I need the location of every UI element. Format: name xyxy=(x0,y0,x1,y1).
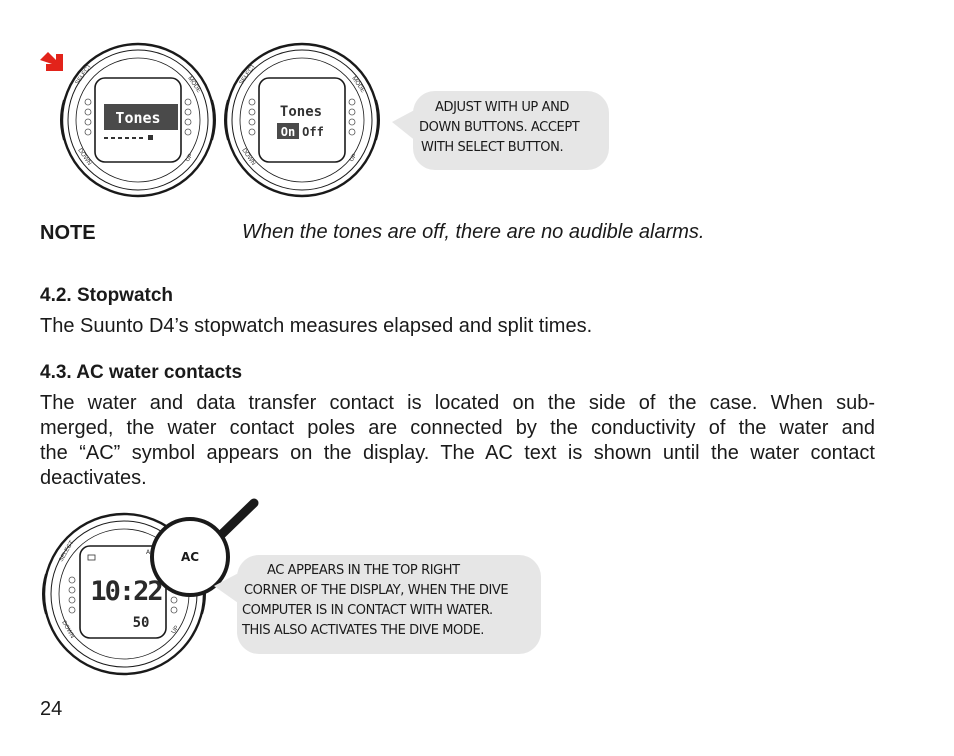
body-line: The water and data transfer contact is l… xyxy=(40,392,875,414)
time-display: 10:22 xyxy=(90,576,162,607)
ac-callout: AC APPEARS IN THE TOP RIGHT CORNER OF TH… xyxy=(237,555,541,654)
battery-icon xyxy=(87,554,96,561)
adjust-callout: ADJUST WITH UP AND DOWN BUTTONS. ACCEPT … xyxy=(413,91,609,170)
note-label: NOTE xyxy=(40,222,96,244)
tones-figure: Tones SELECT MODE DOWN UP Tones On Off S… xyxy=(40,42,422,198)
body-line: merged, the water contact poles are conn… xyxy=(40,417,875,439)
up-label: UP xyxy=(349,153,359,163)
stopwatch-heading: 4.2. Stopwatch xyxy=(40,285,174,306)
note-text: When the tones are off, there are no aud… xyxy=(242,221,705,243)
ac-figure: AC 10:22 50 SELECT DOWN UP AC xyxy=(42,498,259,676)
red-arrow-icon xyxy=(40,52,63,71)
tones-highlight xyxy=(104,104,178,130)
callout-line-3: COMPUTER IS IN CONTACT WITH WATER. xyxy=(242,603,493,618)
option-on: On xyxy=(281,125,295,139)
up-label: UP xyxy=(185,153,195,163)
magnifier-icon: AC xyxy=(150,498,259,597)
ac-contacts-heading: 4.3. AC water contacts xyxy=(40,362,243,383)
body-line: the “AC” symbol appears on the display. … xyxy=(40,442,875,464)
watch-tones-option: Tones On Off SELECT MODE DOWN UP xyxy=(224,42,380,198)
option-off: Off xyxy=(302,125,324,139)
callout-line-4: THIS ALSO ACTIVATES THE DIVE MODE. xyxy=(242,623,485,638)
on-highlight xyxy=(277,123,299,139)
tones-menu-label: Tones xyxy=(115,109,160,127)
watch-tones-menu: Tones SELECT MODE DOWN UP xyxy=(60,42,216,198)
callout-line-1: AC APPEARS IN THE TOP RIGHT xyxy=(267,563,460,578)
callout-line-3: WITH SELECT BUTTON. xyxy=(421,140,564,155)
body-line: deactivates. xyxy=(40,467,147,489)
callout-line-1: ADJUST WITH UP AND xyxy=(435,100,570,115)
page-number: 24 xyxy=(40,698,63,720)
ac-contacts-body: The water and data transfer contact is l… xyxy=(40,391,875,491)
up-label: UP xyxy=(171,625,181,635)
depth-display: 50 xyxy=(133,615,150,631)
tones-title: Tones xyxy=(280,104,322,120)
stopwatch-body: The Suunto D4’s stopwatch measures elaps… xyxy=(40,315,593,337)
callout-line-2: DOWN BUTTONS. ACCEPT xyxy=(419,120,580,135)
ac-indicator-small: AC xyxy=(146,549,154,556)
callout-line-2: CORNER OF THE DISPLAY, WHEN THE DIVE xyxy=(244,583,509,598)
ac-indicator-magnified: AC xyxy=(181,550,199,564)
